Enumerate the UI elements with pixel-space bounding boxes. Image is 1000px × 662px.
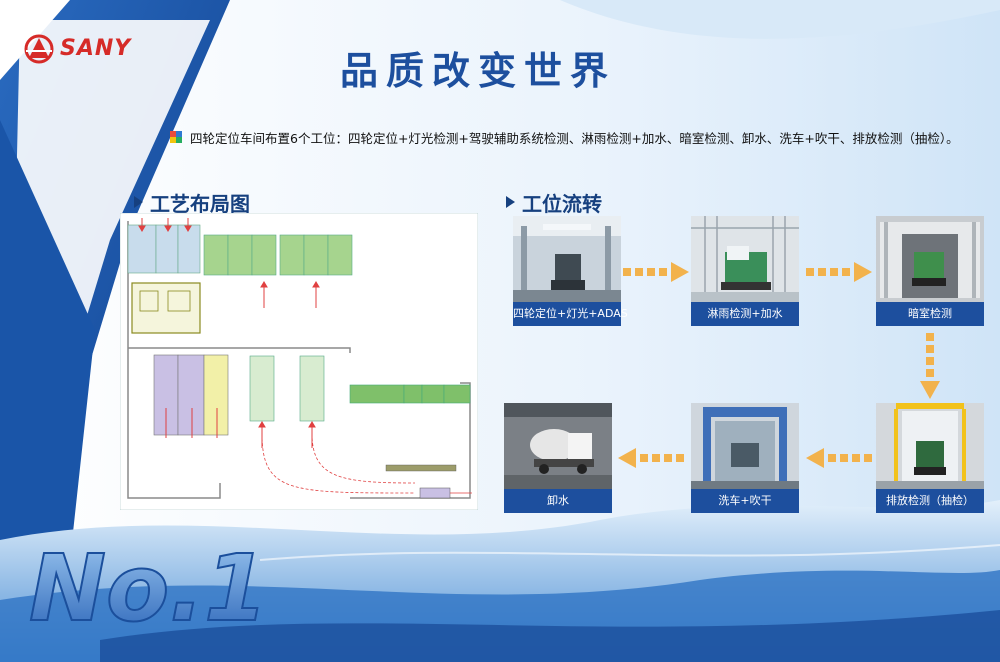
flow-section-title: 工位流转 — [522, 192, 602, 216]
station-photo — [876, 403, 984, 489]
page-title: 品质改变世界 — [340, 49, 617, 93]
layout-section-title: 工艺布局图 — [150, 192, 250, 216]
station-label: 淋雨检测+加水 — [691, 302, 799, 326]
station-photo — [504, 403, 612, 489]
flow-arrow-right-2 — [806, 262, 872, 282]
station-four-wheel-alignment: 四轮定位+灯光+ADAS — [513, 216, 628, 326]
brand-name: SANY — [60, 36, 132, 61]
station-label: 四轮定位+灯光+ADAS — [513, 302, 628, 326]
station-wash-dry: 洗车+吹干 — [691, 403, 799, 513]
flow-arrow-left-2 — [618, 448, 684, 468]
station-label: 卸水 — [504, 489, 612, 513]
flow-arrow-icon — [506, 196, 515, 208]
station-emission-test: 排放检测（抽检） — [876, 403, 984, 513]
flow-arrow-down — [920, 333, 940, 399]
process-layout-diagram — [119, 212, 479, 511]
station-photo — [691, 403, 799, 489]
station-photo — [513, 216, 621, 302]
description: 四轮定位车间布置6个工位：四轮定位+灯光检测+驾驶辅助系统检测、淋雨检测+加水、… — [190, 131, 959, 146]
flow-arrow-left-1 — [806, 448, 872, 468]
station-unload-water: 卸水 — [504, 403, 612, 513]
layout-arrow-icon — [134, 196, 143, 208]
station-label: 排放检测（抽检） — [876, 489, 984, 513]
no1-text: No.1 — [29, 535, 265, 642]
layout-plan — [119, 212, 479, 511]
station-dark-room: 暗室检测 — [876, 216, 984, 326]
sany-logo-icon — [24, 34, 54, 64]
flow-arrow-right-1 — [623, 262, 689, 282]
station-rain-test: 淋雨检测+加水 — [691, 216, 799, 326]
no1-badge: No.1 — [28, 534, 265, 643]
station-photo — [691, 216, 799, 302]
station-photo — [876, 216, 984, 302]
station-label: 暗室检测 — [876, 302, 984, 326]
bullet-icon — [170, 131, 182, 143]
station-label: 洗车+吹干 — [691, 489, 799, 513]
